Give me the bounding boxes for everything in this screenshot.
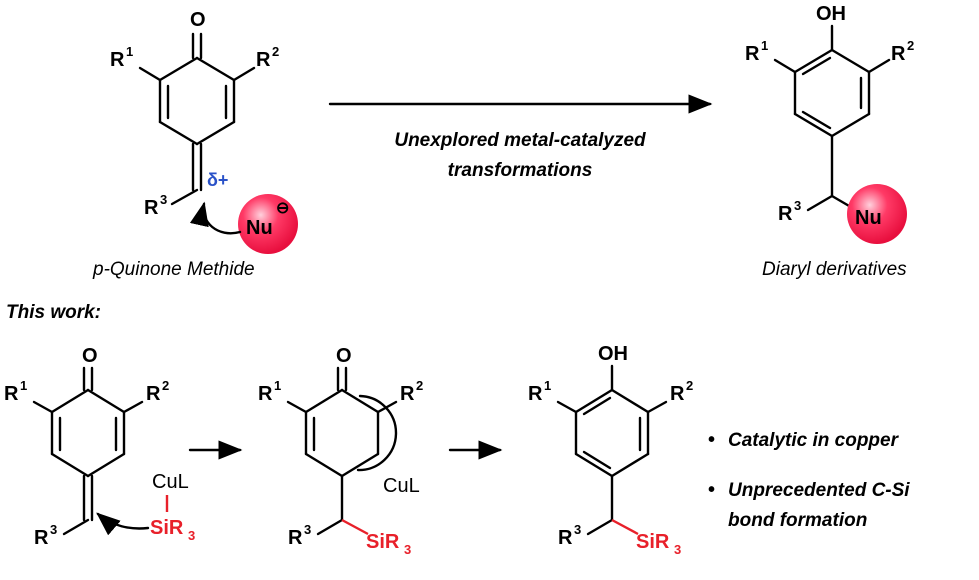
r2-superscript: 2 <box>272 44 279 59</box>
s3-r1-superscript: 1 <box>544 378 551 393</box>
attack-arrow <box>189 201 242 235</box>
nu-charge: ⊖ <box>276 200 289 217</box>
s1-r3-superscript: 3 <box>50 522 57 537</box>
bullet-unprecedented: Unprecedented C-Si <box>728 480 910 501</box>
s2-r3-label: R <box>288 527 303 549</box>
s3-hydroxyl: OH <box>598 343 628 365</box>
arrow-text-line2: transformations <box>448 160 593 181</box>
s2-r2-label: R <box>400 383 415 405</box>
product-r1-label: R <box>745 43 760 65</box>
s3-r2-label: R <box>670 383 685 405</box>
r3-label: R <box>144 197 159 219</box>
s1-r1-label: R <box>4 383 19 405</box>
s2-sir3-subscript: 3 <box>404 542 411 557</box>
bullet-catalytic-copper: Catalytic in copper <box>728 430 900 451</box>
s1-r1-superscript: 1 <box>20 378 27 393</box>
delta-plus-label: δ+ <box>207 170 228 190</box>
this-work-label: This work: <box>6 302 101 323</box>
r1-superscript: 1 <box>126 44 133 59</box>
s2-r1-superscript: 1 <box>274 378 281 393</box>
product-r2-superscript: 2 <box>907 38 914 53</box>
s3-r3-label: R <box>558 527 573 549</box>
s1-sir3-label: SiR <box>150 517 184 539</box>
s1-r2-superscript: 2 <box>162 378 169 393</box>
s3-r3-superscript: 3 <box>574 522 581 537</box>
s2-delocalized-arc <box>356 394 398 472</box>
arrow-text-line1: Unexplored metal-catalyzed <box>394 130 646 151</box>
carbonyl-oxygen: O <box>190 9 206 31</box>
s3-r2-superscript: 2 <box>686 378 693 393</box>
product-r3-label: R <box>778 203 793 225</box>
product-nucleophile-sphere <box>847 184 907 244</box>
s2-r3-superscript: 3 <box>304 522 311 537</box>
bullet-bond-formation: bond formation <box>728 510 867 531</box>
highlights-list: • Catalytic in copper • Unprecedented C-… <box>708 429 910 531</box>
product-r3-superscript: 3 <box>794 198 801 213</box>
s1-sir3-subscript: 3 <box>188 528 195 543</box>
s2-r1-label: R <box>258 383 273 405</box>
s3-sir3-label: SiR <box>636 531 670 553</box>
s2-sir3-label: SiR <box>366 531 400 553</box>
product-r2-label: R <box>891 43 906 65</box>
product-r1-superscript: 1 <box>761 38 768 53</box>
nucleophile-sphere <box>238 194 298 254</box>
s2-r2-superscript: 2 <box>416 378 423 393</box>
s2-cul-label: CuL <box>383 475 420 497</box>
bottom-substrate: O R 1 R 2 R 3 CuL SiR 3 <box>4 345 195 549</box>
top-product-diaryl: OH R 1 R 2 R 3 Nu Diaryl derivatives <box>745 3 914 280</box>
hydroxyl-label: OH <box>816 3 846 25</box>
bullet-mark-1: • <box>708 429 715 451</box>
r2-label: R <box>256 49 271 71</box>
reactant-caption: p-Quinone Methide <box>92 259 255 280</box>
top-reaction-arrow: Unexplored metal-catalyzed transformatio… <box>328 94 713 181</box>
r3-superscript: 3 <box>160 192 167 207</box>
s2-oxygen: O <box>336 345 352 367</box>
product-nu-label: Nu <box>855 207 882 229</box>
s1-r3-label: R <box>34 527 49 549</box>
s3-sir3-subscript: 3 <box>674 542 681 557</box>
s3-r1-label: R <box>528 383 543 405</box>
bullet-mark-2: • <box>708 479 715 501</box>
s1-oxygen: O <box>82 345 98 367</box>
r1-label: R <box>110 49 125 71</box>
top-reactant-quinone-methide: O R 1 R 2 R 3 δ+ Nu ⊖ p-Quinone Methide <box>92 9 298 280</box>
bottom-intermediate: O R 1 R 2 CuL R 3 SiR 3 <box>258 345 423 557</box>
bottom-product: OH R 1 R 2 R 3 SiR 3 <box>528 343 693 557</box>
s1-r2-label: R <box>146 383 161 405</box>
s1-attack-arrow <box>96 512 150 536</box>
s1-cul-label: CuL <box>152 471 189 493</box>
product-caption: Diaryl derivatives <box>762 259 907 280</box>
nu-label: Nu <box>246 217 273 239</box>
